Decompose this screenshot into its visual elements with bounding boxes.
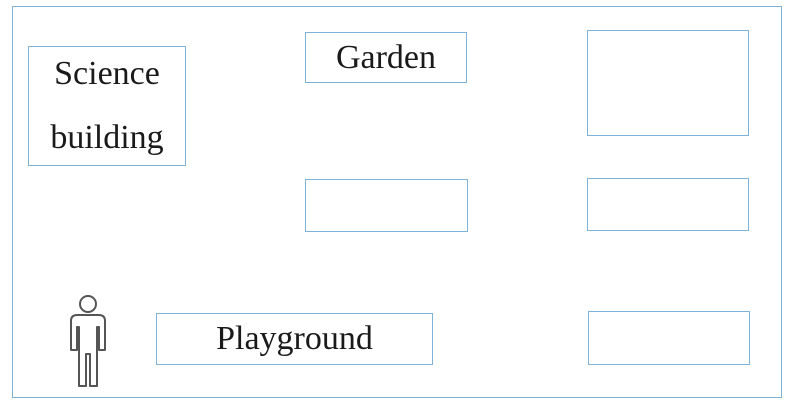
science-building-label-line1: Science [54, 55, 160, 92]
person-icon [70, 295, 106, 387]
blank-box-top-right [587, 30, 749, 136]
blank-box-middle-right [587, 178, 749, 231]
science-building-box: Science building [28, 46, 186, 166]
garden-box: Garden [305, 32, 467, 83]
science-building-label-line2: building [50, 119, 164, 156]
blank-box-bottom-right [588, 311, 750, 365]
blank-box-middle-center [305, 179, 468, 232]
playground-label: Playground [216, 320, 373, 357]
playground-box: Playground [156, 313, 433, 365]
garden-label: Garden [335, 38, 437, 76]
